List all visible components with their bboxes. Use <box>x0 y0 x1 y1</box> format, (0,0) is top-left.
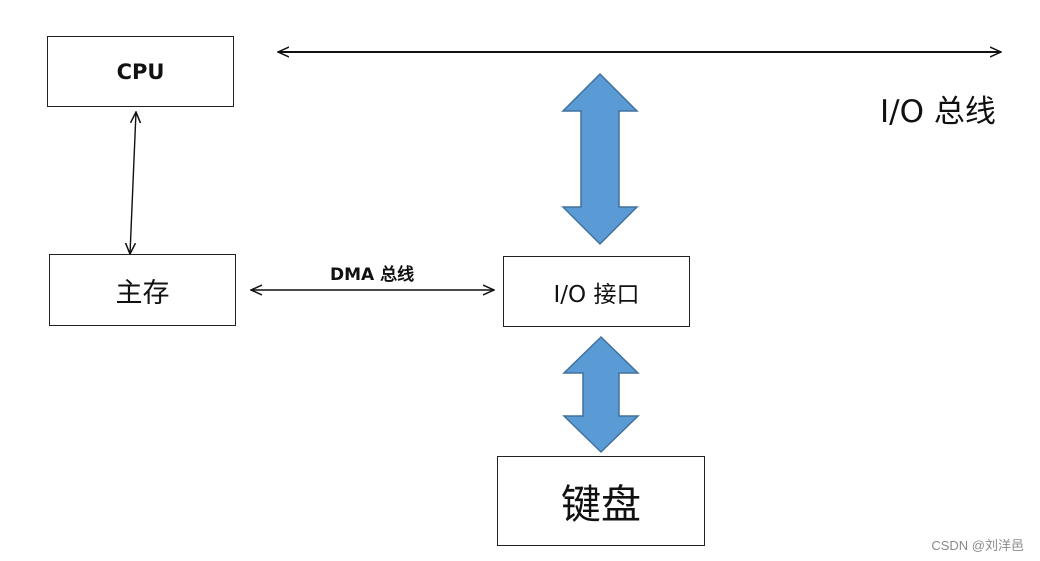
io-interface-box: I/O 接口 <box>503 256 690 327</box>
cpu-memory-connector <box>130 112 136 254</box>
main-memory-box: 主存 <box>49 254 236 326</box>
main-memory-label: 主存 <box>115 277 170 309</box>
keyboard-label: 键盘 <box>561 482 641 528</box>
bus-io-block-arrow <box>561 72 639 246</box>
dma-bus-label: DMA 总线 <box>330 265 415 285</box>
io-keyboard-block-arrow <box>562 335 640 454</box>
io-bus-label: I/O 总线 <box>880 94 996 130</box>
watermark: CSDN @刘洋邑 <box>931 538 1024 553</box>
cpu-box: CPU <box>47 36 234 107</box>
keyboard-box: 键盘 <box>497 456 705 546</box>
cpu-label: CPU <box>116 59 165 84</box>
io-interface-label: I/O 接口 <box>553 281 640 308</box>
